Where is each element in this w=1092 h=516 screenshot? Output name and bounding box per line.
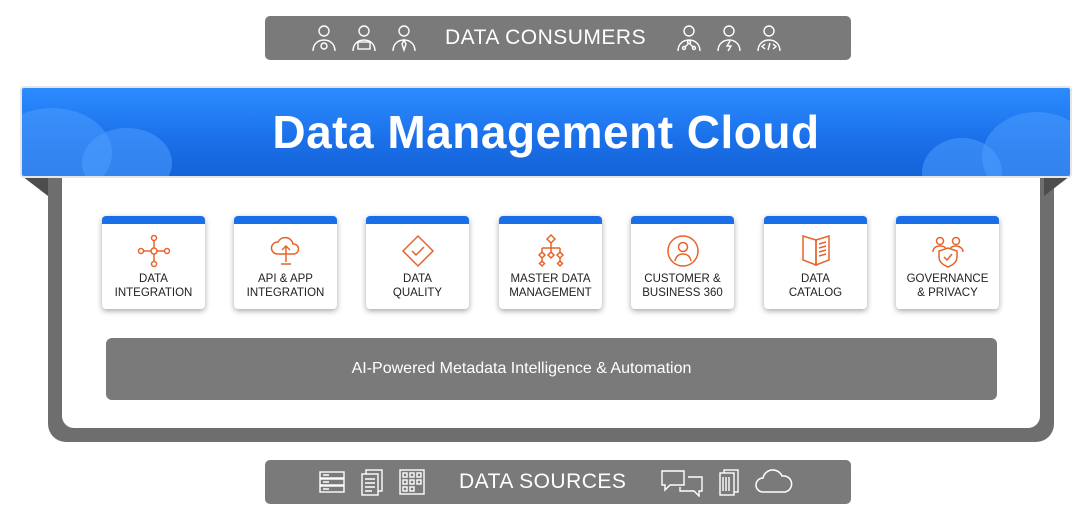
chat-icon (660, 467, 704, 497)
card-accent-stripe (234, 216, 337, 224)
card-accent-stripe (499, 216, 602, 224)
grid-app-icon (397, 467, 427, 497)
ai-metadata-label: AI-Powered Metadata Intelligence & Autom… (351, 360, 692, 377)
card-label: CUSTOMER &BUSINESS 360 (642, 273, 723, 299)
files-icon (714, 467, 744, 497)
service-card-governance-privacy[interactable]: GOVERNANCE& PRIVACY (896, 216, 999, 309)
ai-metadata-bar: AI-Powered Metadata Intelligence & Autom… (106, 338, 997, 400)
user-business-icon (389, 23, 419, 53)
card-accent-stripe (631, 216, 734, 224)
documents-icon (357, 467, 387, 497)
card-label: GOVERNANCE& PRIVACY (906, 273, 989, 299)
cloud-icon (754, 467, 794, 497)
user-power-icon (714, 23, 744, 53)
title-banner: Data Management Cloud (20, 86, 1072, 178)
cloud-decoration-left-2 (82, 128, 172, 176)
card-accent-stripe (896, 216, 999, 224)
cloud-upload-icon (234, 230, 337, 272)
user-code-icon (754, 23, 784, 53)
banner-fold-right (1044, 176, 1070, 196)
data-integration-icon (102, 230, 205, 272)
book-catalog-icon (764, 230, 867, 272)
banner-fold-left (22, 176, 48, 196)
banner-title: Data Management Cloud (272, 106, 820, 158)
service-card-customer-business-360[interactable]: CUSTOMER &BUSINESS 360 (631, 216, 734, 309)
diamond-check-icon (366, 230, 469, 272)
customer-circle-icon (631, 230, 734, 272)
card-accent-stripe (366, 216, 469, 224)
hierarchy-icon (499, 230, 602, 272)
server-icon (317, 467, 347, 497)
data-sources-label: DATA SOURCES (459, 470, 627, 493)
data-sources-bar: DATA SOURCES (265, 460, 851, 504)
card-accent-stripe (764, 216, 867, 224)
governance-shield-icon (896, 230, 999, 272)
card-accent-stripe (102, 216, 205, 224)
user-network-icon (674, 23, 704, 53)
user-computer-icon (349, 23, 379, 53)
data-consumers-bar: DATA CONSUMERS (265, 16, 851, 60)
user-settings-icon (309, 23, 339, 53)
data-consumers-label: DATA CONSUMERS (445, 26, 647, 49)
